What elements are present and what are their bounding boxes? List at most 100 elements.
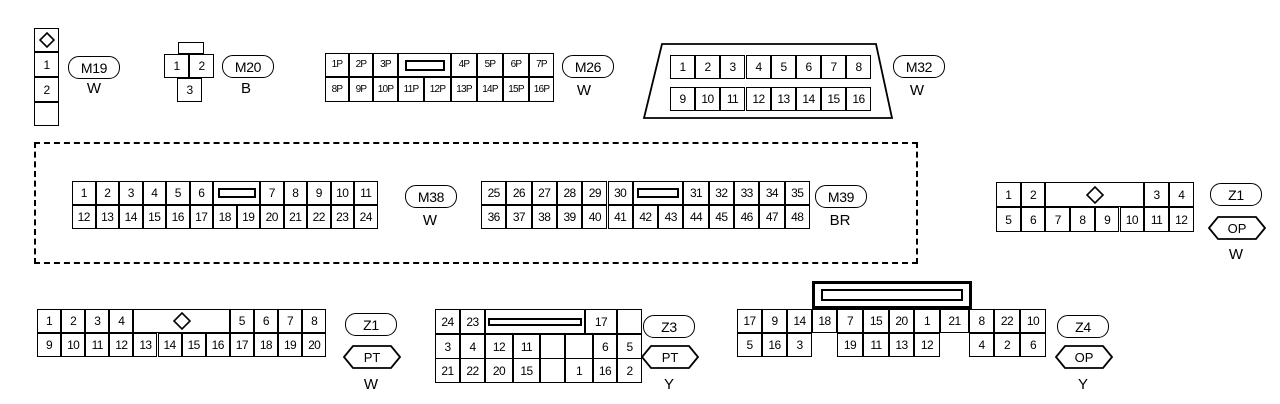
m39-pin: 46 — [734, 205, 760, 229]
m19-pin: 2 — [34, 77, 59, 102]
wire-color-label: W — [1228, 246, 1244, 263]
connector-type-hex-badge: OP — [1054, 345, 1114, 369]
connector-id-badge: M20 — [222, 55, 274, 78]
z4-pin: 2 — [994, 333, 1020, 357]
m26-pin: 2P — [349, 53, 373, 77]
m32-pin: 10 — [695, 87, 720, 111]
m26-pin: 3P — [373, 53, 398, 77]
connector-id-badge: Z3 — [643, 315, 695, 338]
z1-pt-pin: 13 — [133, 333, 158, 357]
z1-op-pin: 9 — [1094, 207, 1120, 232]
z1-pt-pin: 12 — [109, 333, 134, 357]
m39-pin: 30 — [607, 181, 633, 205]
z3-pin: 2 — [617, 358, 642, 383]
z4-pin: 4 — [969, 333, 994, 357]
key-slot — [488, 317, 582, 326]
m26-pin: 11P — [398, 77, 424, 102]
z1-op-pin: 1 — [996, 182, 1021, 207]
z1-op-pin: 8 — [1070, 207, 1095, 232]
z1-pt-pin: 11 — [85, 333, 110, 357]
connector-type-hex-badge: PT — [342, 345, 402, 369]
connector-type-label: OP — [1227, 220, 1247, 236]
z4-pin: 13 — [889, 333, 914, 357]
z3-pin: 21 — [435, 358, 460, 383]
z4-pin: 10 — [1020, 309, 1046, 333]
m38-pin: 23 — [330, 205, 354, 229]
m32-pin: 5 — [771, 55, 796, 79]
m39-pin: 27 — [531, 181, 557, 205]
z3-pin: 20 — [485, 358, 513, 383]
diamond-icon — [172, 312, 191, 330]
m32-pin: 11 — [720, 87, 745, 111]
m39-pin: 39 — [556, 205, 583, 229]
z3-pin: 4 — [460, 334, 485, 359]
m39-pin: 41 — [607, 205, 633, 229]
m39-pin: 34 — [759, 181, 785, 205]
z3-pin: 16 — [593, 358, 617, 383]
connector-id-badge: Z1 — [1210, 183, 1262, 206]
z4-pin: 9 — [762, 309, 787, 333]
z4-pin: 19 — [837, 333, 863, 357]
m38-pin: 12 — [72, 205, 96, 229]
z3-pin: 11 — [513, 334, 540, 359]
z4-pin: 12 — [914, 333, 940, 357]
m39-pin: 25 — [481, 181, 507, 205]
z4-pin: 15 — [863, 309, 889, 333]
m39-pin: 44 — [683, 205, 709, 229]
z1-op-key-cell — [1045, 182, 1145, 207]
z1-op-pin: 7 — [1045, 207, 1071, 232]
m32-pin: 15 — [821, 87, 846, 111]
m20-pin: 1 — [164, 54, 189, 78]
z1-pt-pin: 18 — [253, 333, 278, 357]
z3-pin: 3 — [435, 334, 460, 359]
m39-pin: 32 — [708, 181, 734, 205]
connector-id-badge: M32 — [893, 55, 945, 78]
m38-pin: 2 — [95, 181, 119, 205]
connector-type-hex-badge: PT — [640, 345, 700, 369]
z3-pin: 12 — [485, 334, 513, 359]
m26-pin: 16P — [529, 77, 554, 102]
z3-pin: 17 — [585, 309, 617, 334]
z1-op-pin: 3 — [1144, 182, 1169, 207]
connector-id-badge: M26 — [562, 55, 614, 78]
z4-pin: 17 — [737, 309, 762, 333]
m32-pin: 9 — [670, 87, 695, 111]
m26-pin: 8P — [325, 77, 349, 102]
z4-pin: 3 — [787, 333, 812, 357]
dashed-group-border — [34, 142, 918, 264]
m26-pin: 9P — [349, 77, 373, 102]
z3-empty-cell — [540, 358, 565, 383]
z3-pin: 5 — [617, 334, 642, 359]
z4-pin: 8 — [969, 309, 994, 333]
connector-type-label: PT — [661, 349, 679, 365]
m32-pin: 1 — [670, 55, 695, 79]
z3-pin: 22 — [460, 358, 485, 383]
z1-pt-pin: 7 — [278, 309, 303, 333]
z1-op-pin: 12 — [1168, 207, 1194, 232]
m38-pin: 13 — [95, 205, 119, 229]
m39-pin: 38 — [531, 205, 557, 229]
m38-pin: 24 — [354, 205, 378, 229]
m39-pin: 33 — [734, 181, 760, 205]
z1-pt-pin: 19 — [278, 333, 303, 357]
z4-pin: 7 — [837, 309, 863, 333]
m38-pin: 8 — [283, 181, 307, 205]
z1-pt-key-cell — [133, 309, 230, 333]
m32-pin: 12 — [746, 87, 771, 111]
m39-pin: 26 — [506, 181, 532, 205]
z4-pin: 1 — [914, 309, 940, 333]
m39-pin: 31 — [683, 181, 709, 205]
z3-empty-cell — [565, 334, 593, 359]
m39-key-cell — [632, 181, 684, 205]
m39-pin: 36 — [481, 205, 507, 229]
m38-pin: 11 — [354, 181, 378, 205]
m19-pin: 1 — [34, 52, 59, 77]
m39-pin: 37 — [506, 205, 532, 229]
m38-pin: 4 — [142, 181, 166, 205]
connector-type-label: OP — [1074, 349, 1094, 365]
z1-pt-pin: 6 — [253, 309, 278, 333]
m38-pin: 9 — [307, 181, 331, 205]
m32-pin: 8 — [846, 55, 871, 79]
m39-pin: 35 — [784, 181, 810, 205]
m32-housing-outline — [642, 43, 894, 119]
